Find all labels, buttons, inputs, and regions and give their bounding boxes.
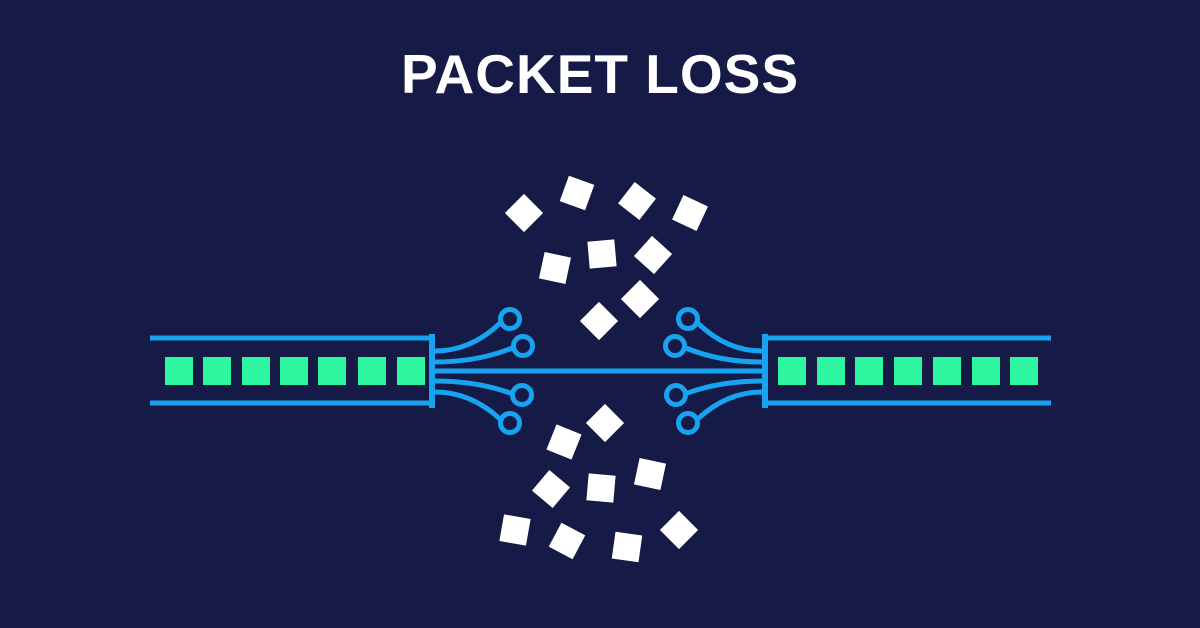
- right-wire-end-connector: [663, 334, 687, 358]
- right-wire-end-connector: [676, 411, 700, 435]
- lost-packet-bottom: [659, 510, 699, 550]
- right-pipe-data-packet: [933, 357, 961, 385]
- left-pipe-data-packet: [242, 357, 270, 385]
- left-pipe-data-packet: [280, 357, 308, 385]
- right-pipe-data-packet: [894, 357, 922, 385]
- left-wire-end-connector: [498, 307, 522, 331]
- left-pipe-data-packet: [358, 357, 386, 385]
- lost-packet-top: [559, 175, 595, 211]
- left-wire-end-connector: [498, 411, 522, 435]
- lost-packet-bottom: [586, 473, 616, 503]
- left-pipe-data-packet: [397, 357, 425, 385]
- left-frayed-wire: [434, 321, 502, 354]
- right-wire-end-connector: [664, 383, 688, 407]
- lost-packet-bottom: [531, 469, 571, 509]
- right-wire-end-connector: [676, 307, 700, 331]
- lost-packet-top: [633, 235, 673, 275]
- lost-packet-top: [587, 239, 617, 269]
- lost-packet-top: [504, 193, 544, 233]
- lost-packet-top: [579, 301, 619, 341]
- left-frayed-wire: [434, 389, 502, 421]
- lost-packet-top: [538, 251, 572, 285]
- left-pipe-data-packet: [318, 357, 346, 385]
- lost-packet-bottom: [499, 514, 531, 546]
- lost-packet-top: [672, 195, 708, 231]
- lost-packet-top: [620, 279, 660, 319]
- right-pipe-data-packet: [855, 357, 883, 385]
- lost-packet-bottom: [585, 403, 625, 443]
- right-pipe-data-packet: [972, 357, 1000, 385]
- right-frayed-wire: [684, 345, 763, 365]
- lost-packet-top: [618, 182, 656, 220]
- lost-packet-bottom: [546, 424, 582, 460]
- right-frayed-wire: [686, 378, 763, 396]
- right-pipe-data-packet: [778, 357, 806, 385]
- right-pipe-data-packet: [817, 357, 845, 385]
- left-pipe-data-packet: [165, 357, 193, 385]
- lost-packet-bottom: [548, 522, 586, 560]
- left-wire-end-connector: [511, 334, 535, 358]
- left-wire-end-connector: [510, 383, 534, 407]
- right-pipe-data-packet: [1010, 357, 1038, 385]
- right-frayed-wire: [696, 321, 763, 354]
- left-frayed-wire: [434, 378, 512, 396]
- left-pipe-data-packet: [203, 357, 231, 385]
- lost-packet-bottom: [611, 531, 643, 563]
- left-frayed-wire: [434, 345, 514, 365]
- page-title: PACKET LOSS: [400, 43, 800, 105]
- lost-packet-bottom: [633, 457, 667, 491]
- right-frayed-wire: [696, 389, 763, 421]
